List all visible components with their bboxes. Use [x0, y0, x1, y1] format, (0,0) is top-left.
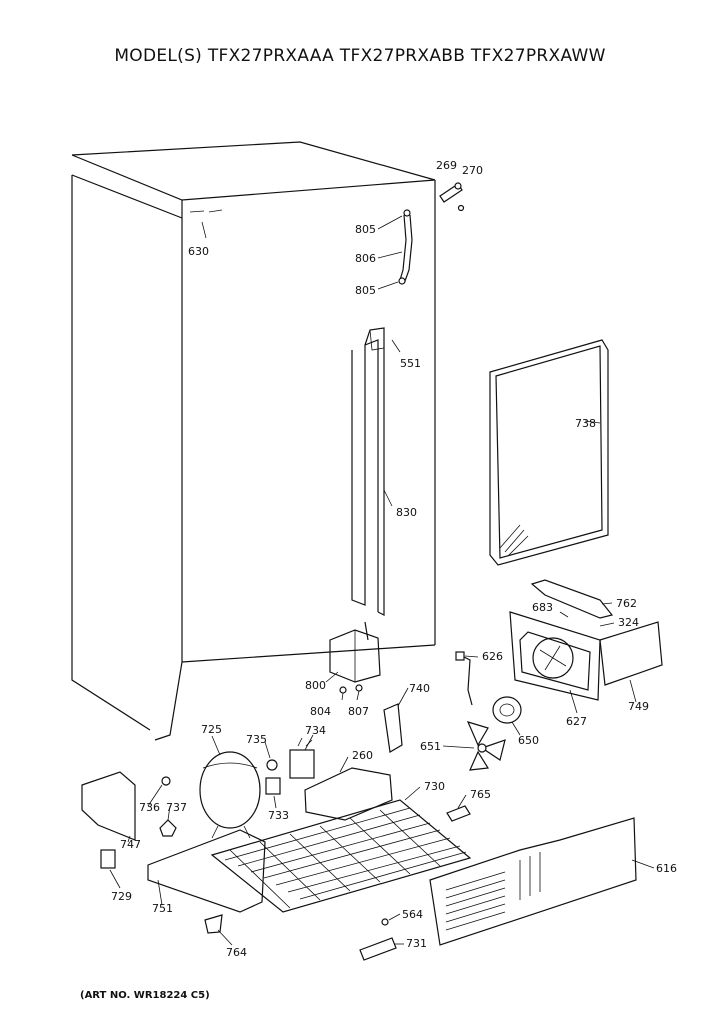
callout-735: 735 [246, 733, 267, 746]
callout-616: 616 [656, 862, 677, 875]
part-736-737 [159, 776, 177, 837]
callout-270: 270 [462, 164, 483, 177]
callout-762: 762 [616, 597, 637, 610]
part-731 [359, 937, 397, 961]
callout-733: 733 [268, 809, 289, 822]
part-806-tube [398, 209, 413, 285]
callout-806: 806 [355, 252, 376, 265]
callout-324: 324 [618, 616, 639, 629]
part-740 [383, 703, 403, 753]
part-269-270 [439, 182, 465, 212]
callout-805-bottom: 805 [355, 284, 376, 297]
callout-729: 729 [111, 890, 132, 903]
part-762-bracket [530, 579, 614, 619]
part-735-733 [265, 759, 281, 795]
callout-labels: 269 270 805 806 805 630 551 738 830 762 … [111, 159, 677, 959]
callout-725: 725 [201, 723, 222, 736]
part-800-valve [329, 621, 381, 694]
part-626-wire [455, 651, 473, 706]
part-651-fan-blade [466, 721, 506, 771]
art-number: (ART NO. WR18224 C5) [80, 990, 210, 1001]
part-765 [446, 805, 471, 822]
callout-765: 765 [470, 788, 491, 801]
callout-804: 804 [310, 705, 331, 718]
part-734-relay [289, 737, 315, 779]
part-747-cover [81, 771, 136, 841]
callout-269: 269 [436, 159, 457, 172]
callout-651: 651 [420, 740, 441, 753]
part-564 [381, 918, 389, 926]
part-751-base-pan [147, 829, 266, 913]
callout-731: 731 [406, 937, 427, 950]
part-260-tray [304, 767, 393, 821]
callout-626: 626 [482, 650, 503, 663]
diagram-title: MODEL(S) TFX27PRXAAA TFX27PRXABB TFX27PR… [114, 46, 606, 66]
callout-738: 738 [575, 417, 596, 430]
callout-805-top: 805 [355, 223, 376, 236]
part-764 [204, 914, 223, 934]
callout-260: 260 [352, 749, 373, 762]
part-738-frame [489, 339, 609, 566]
callout-734: 734 [305, 724, 326, 737]
part-749-board [599, 621, 663, 686]
callout-627: 627 [566, 715, 587, 728]
callout-747: 747 [120, 838, 141, 851]
callout-736: 736 [139, 801, 160, 814]
callout-730: 730 [424, 780, 445, 793]
callout-807: 807 [348, 705, 369, 718]
callout-749: 749 [628, 700, 649, 713]
part-650-motor [492, 696, 522, 724]
part-627-shroud [509, 611, 601, 701]
callout-830: 830 [396, 506, 417, 519]
callout-740: 740 [409, 682, 430, 695]
callout-564: 564 [402, 908, 423, 921]
callout-630: 630 [188, 245, 209, 258]
leader-lines [109, 215, 655, 946]
callout-551: 551 [400, 357, 421, 370]
part-616-panel [429, 817, 637, 946]
callout-800: 800 [305, 679, 326, 692]
part-729-box [100, 849, 116, 869]
callout-737: 737 [166, 801, 187, 814]
callout-751: 751 [152, 902, 173, 915]
part-730-condenser [210, 799, 472, 913]
callout-764: 764 [226, 946, 247, 959]
cabinet [71, 141, 436, 741]
callout-650: 650 [518, 734, 539, 747]
callout-683: 683 [532, 601, 553, 614]
part-725-compressor [199, 751, 261, 839]
part-830-channel [351, 327, 385, 616]
